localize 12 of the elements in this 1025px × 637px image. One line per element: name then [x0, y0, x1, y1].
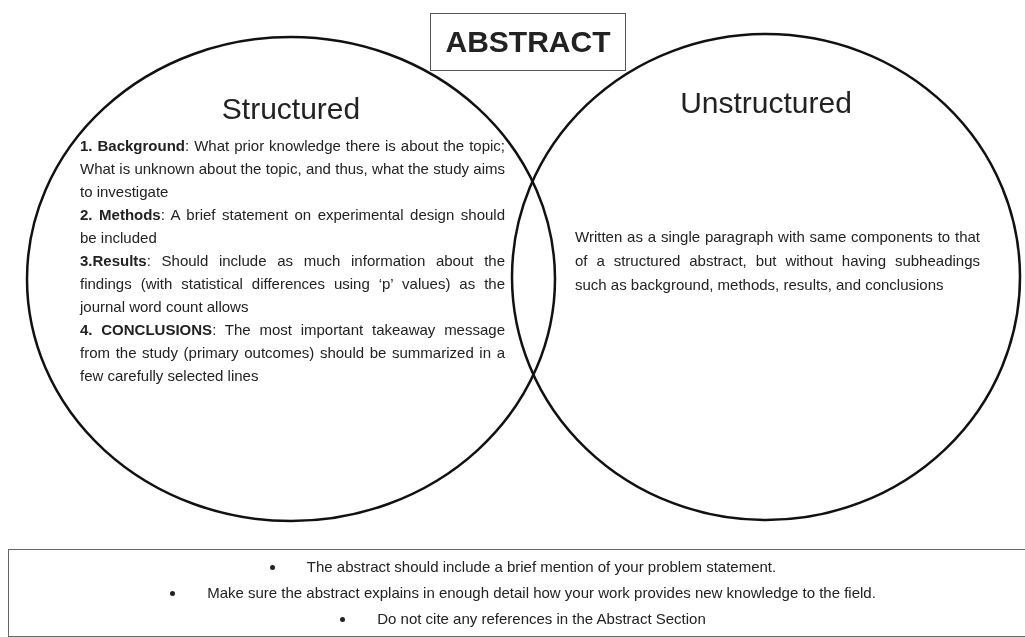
bullet-note: The abstract should include a brief mention of your problem statement.: [306, 557, 777, 577]
description-text: 4. CONCLUSIONS: The most important takeaway message from the study (primary outcomes) should be summarized in a few carefully selected lines: [80, 320, 505, 386]
bullet-note: Make sure the abstract explains in enough detail how your work provides new knowledge to the field.: [207, 583, 876, 603]
circle-heading: Structured: [220, 92, 362, 126]
description-text: 1. Background: What prior knowledge there is about the topic; What is unknown about the topic, and thus, what the study aims to investigate: [80, 136, 505, 202]
description-text: 2. Methods: A brief statement on experimental design should be included: [80, 205, 505, 248]
title-box: ABSTRACT: [430, 13, 626, 71]
description-text: Written as a single paragraph with same components to that of a structured abstract, but without having subheadings such as background, methods, results, and conclusions: [575, 227, 980, 295]
circle-heading: Unstructured: [679, 86, 853, 120]
description-text: 3.Results: Should include as much information about the findings (with statistical differences using ‘p’ values) as the journal word count allows: [80, 251, 505, 317]
notes-box: [8, 549, 1025, 637]
bullet-note: Do not cite any references in the Abstract Section: [377, 609, 706, 629]
